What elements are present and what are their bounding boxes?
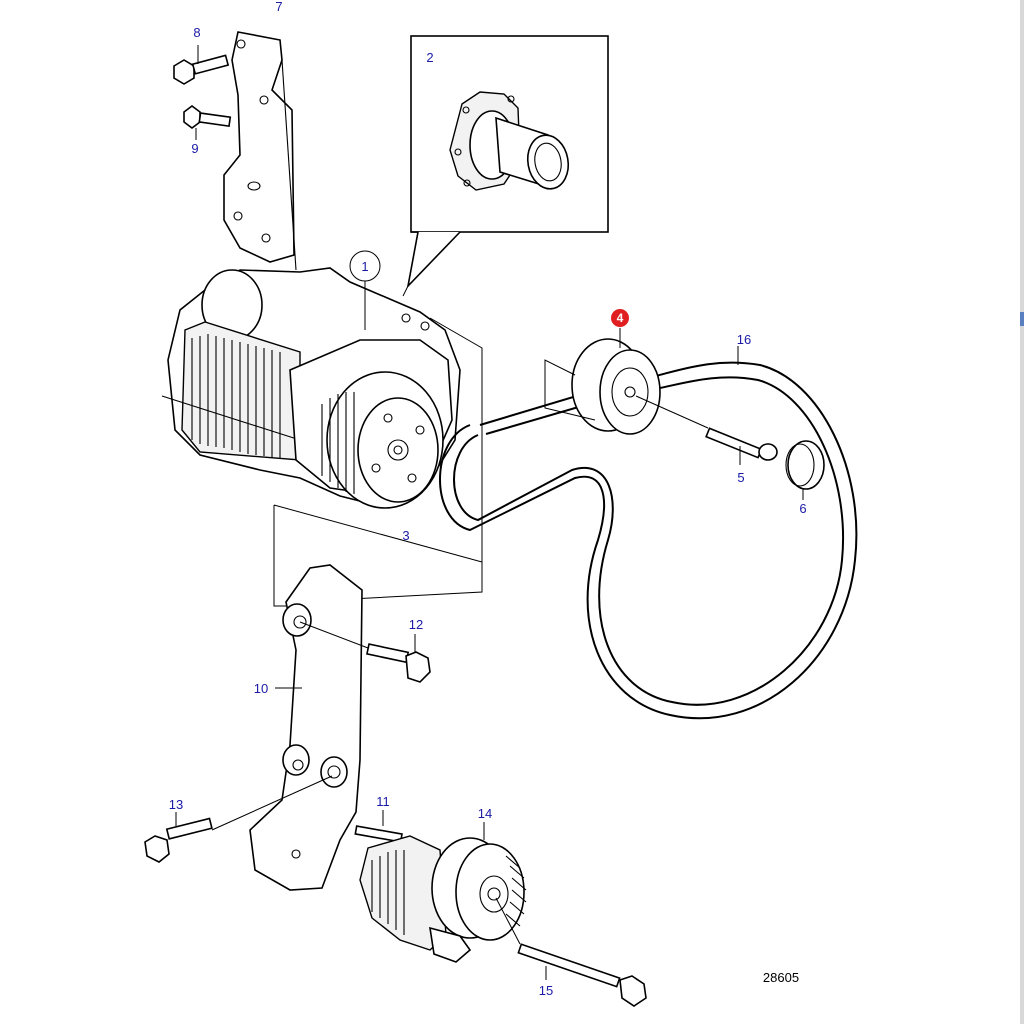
callout-13: 13 xyxy=(169,797,183,812)
compressor-unit xyxy=(161,267,483,607)
bolt-13 xyxy=(144,775,333,863)
bolt-5 xyxy=(635,395,778,465)
callout-2: 2 xyxy=(426,50,433,65)
scroll-marker[interactable] xyxy=(1020,312,1024,326)
upper-bracket xyxy=(223,31,297,271)
idler-pulley xyxy=(544,328,661,435)
tensioner-assembly xyxy=(354,810,527,963)
callout-labels: 1 2 3 4 5 6 7 8 9 10 11 12 13 14 15 16 xyxy=(169,0,807,998)
bolt-12 xyxy=(299,621,431,683)
callout-12: 12 xyxy=(409,617,423,632)
callout-3: 3 xyxy=(402,528,409,543)
callout-11: 11 xyxy=(376,794,390,809)
inset-detail-box xyxy=(402,35,609,297)
callout-16: 16 xyxy=(737,332,751,347)
callout-5: 5 xyxy=(737,470,744,485)
cap-6 xyxy=(785,440,825,500)
callout-1-circle xyxy=(349,250,381,282)
window-edge xyxy=(1020,0,1024,1024)
bolt-15 xyxy=(495,897,647,1007)
callout-10: 10 xyxy=(254,681,268,696)
callout-6: 6 xyxy=(799,501,806,516)
callout-14: 14 xyxy=(478,806,492,821)
callout-9: 9 xyxy=(191,141,198,156)
callout-4-highlight xyxy=(611,309,629,327)
callout-7: 7 xyxy=(275,0,282,14)
figure-reference-number: 28605 xyxy=(763,970,799,985)
lower-bracket xyxy=(249,564,363,891)
callout-4: 4 xyxy=(617,311,624,325)
bolt-8 xyxy=(173,45,230,85)
callout-8: 8 xyxy=(193,25,200,40)
callout-1: 1 xyxy=(361,259,368,274)
drive-belt xyxy=(439,346,858,720)
bolt-9 xyxy=(183,105,232,140)
callout-15: 15 xyxy=(539,983,553,998)
